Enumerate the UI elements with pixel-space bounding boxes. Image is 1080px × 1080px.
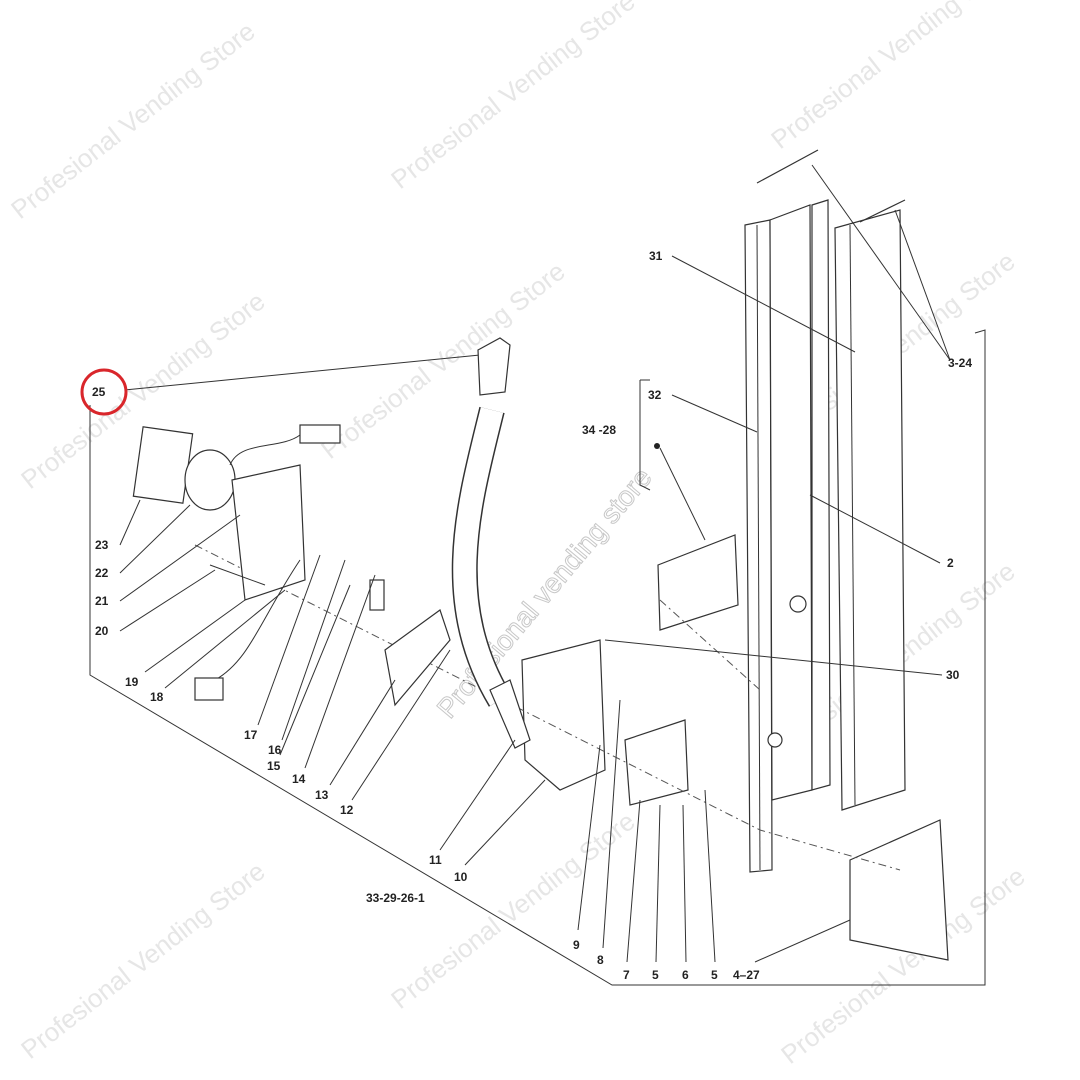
watermark: Profesional Vending Store bbox=[15, 856, 270, 1065]
label-13: 13 bbox=[315, 788, 329, 802]
column-assembly bbox=[194, 149, 949, 961]
watermark: Profesional Vending Store bbox=[385, 806, 640, 1015]
label-4-27: 4–27 bbox=[733, 968, 760, 982]
hose-and-elbow bbox=[451, 337, 531, 749]
label-5: 5 bbox=[652, 968, 659, 982]
label-19: 19 bbox=[125, 675, 139, 689]
leader-lines bbox=[119, 164, 951, 963]
label-22: 22 bbox=[95, 566, 109, 580]
watermark: Profesional Vending Store bbox=[315, 256, 570, 465]
label-32: 32 bbox=[648, 388, 662, 402]
label-7: 7 bbox=[623, 968, 630, 982]
motor-assembly bbox=[132, 424, 451, 707]
label-25: 25 bbox=[92, 385, 106, 399]
label-31: 31 bbox=[649, 249, 663, 263]
label-34-28: 34 -28 bbox=[582, 423, 616, 437]
label-15: 15 bbox=[267, 759, 281, 773]
label-9: 9 bbox=[573, 938, 580, 952]
part-labels: 25 23 22 21 20 19 18 17 16 15 14 13 12 1… bbox=[92, 249, 972, 982]
label-5: 5 bbox=[711, 968, 718, 982]
label-33-29-26-1: 33-29-26-1 bbox=[366, 891, 425, 905]
label-17: 17 bbox=[244, 728, 258, 742]
highlight-circle bbox=[80, 368, 128, 416]
label-8: 8 bbox=[597, 953, 604, 967]
label-11: 11 bbox=[429, 853, 442, 867]
watermark: Profesional Vending Store bbox=[765, 0, 1020, 155]
label-21: 21 bbox=[95, 594, 109, 608]
watermark: Profesional Vending Store bbox=[385, 0, 640, 195]
label-14: 14 bbox=[292, 772, 306, 786]
label-6: 6 bbox=[682, 968, 689, 982]
label-30: 30 bbox=[946, 668, 960, 682]
watermark: Profesional Vending Store bbox=[5, 16, 260, 225]
label-16: 16 bbox=[268, 743, 282, 757]
label-18: 18 bbox=[150, 690, 164, 704]
label-2: 2 bbox=[947, 556, 954, 570]
label-23: 23 bbox=[95, 538, 109, 552]
label-10: 10 bbox=[454, 870, 468, 884]
assembly-frame bbox=[89, 329, 986, 986]
label-3-24: 3-24 bbox=[948, 356, 972, 370]
label-20: 20 bbox=[95, 624, 109, 638]
label-12: 12 bbox=[340, 803, 354, 817]
